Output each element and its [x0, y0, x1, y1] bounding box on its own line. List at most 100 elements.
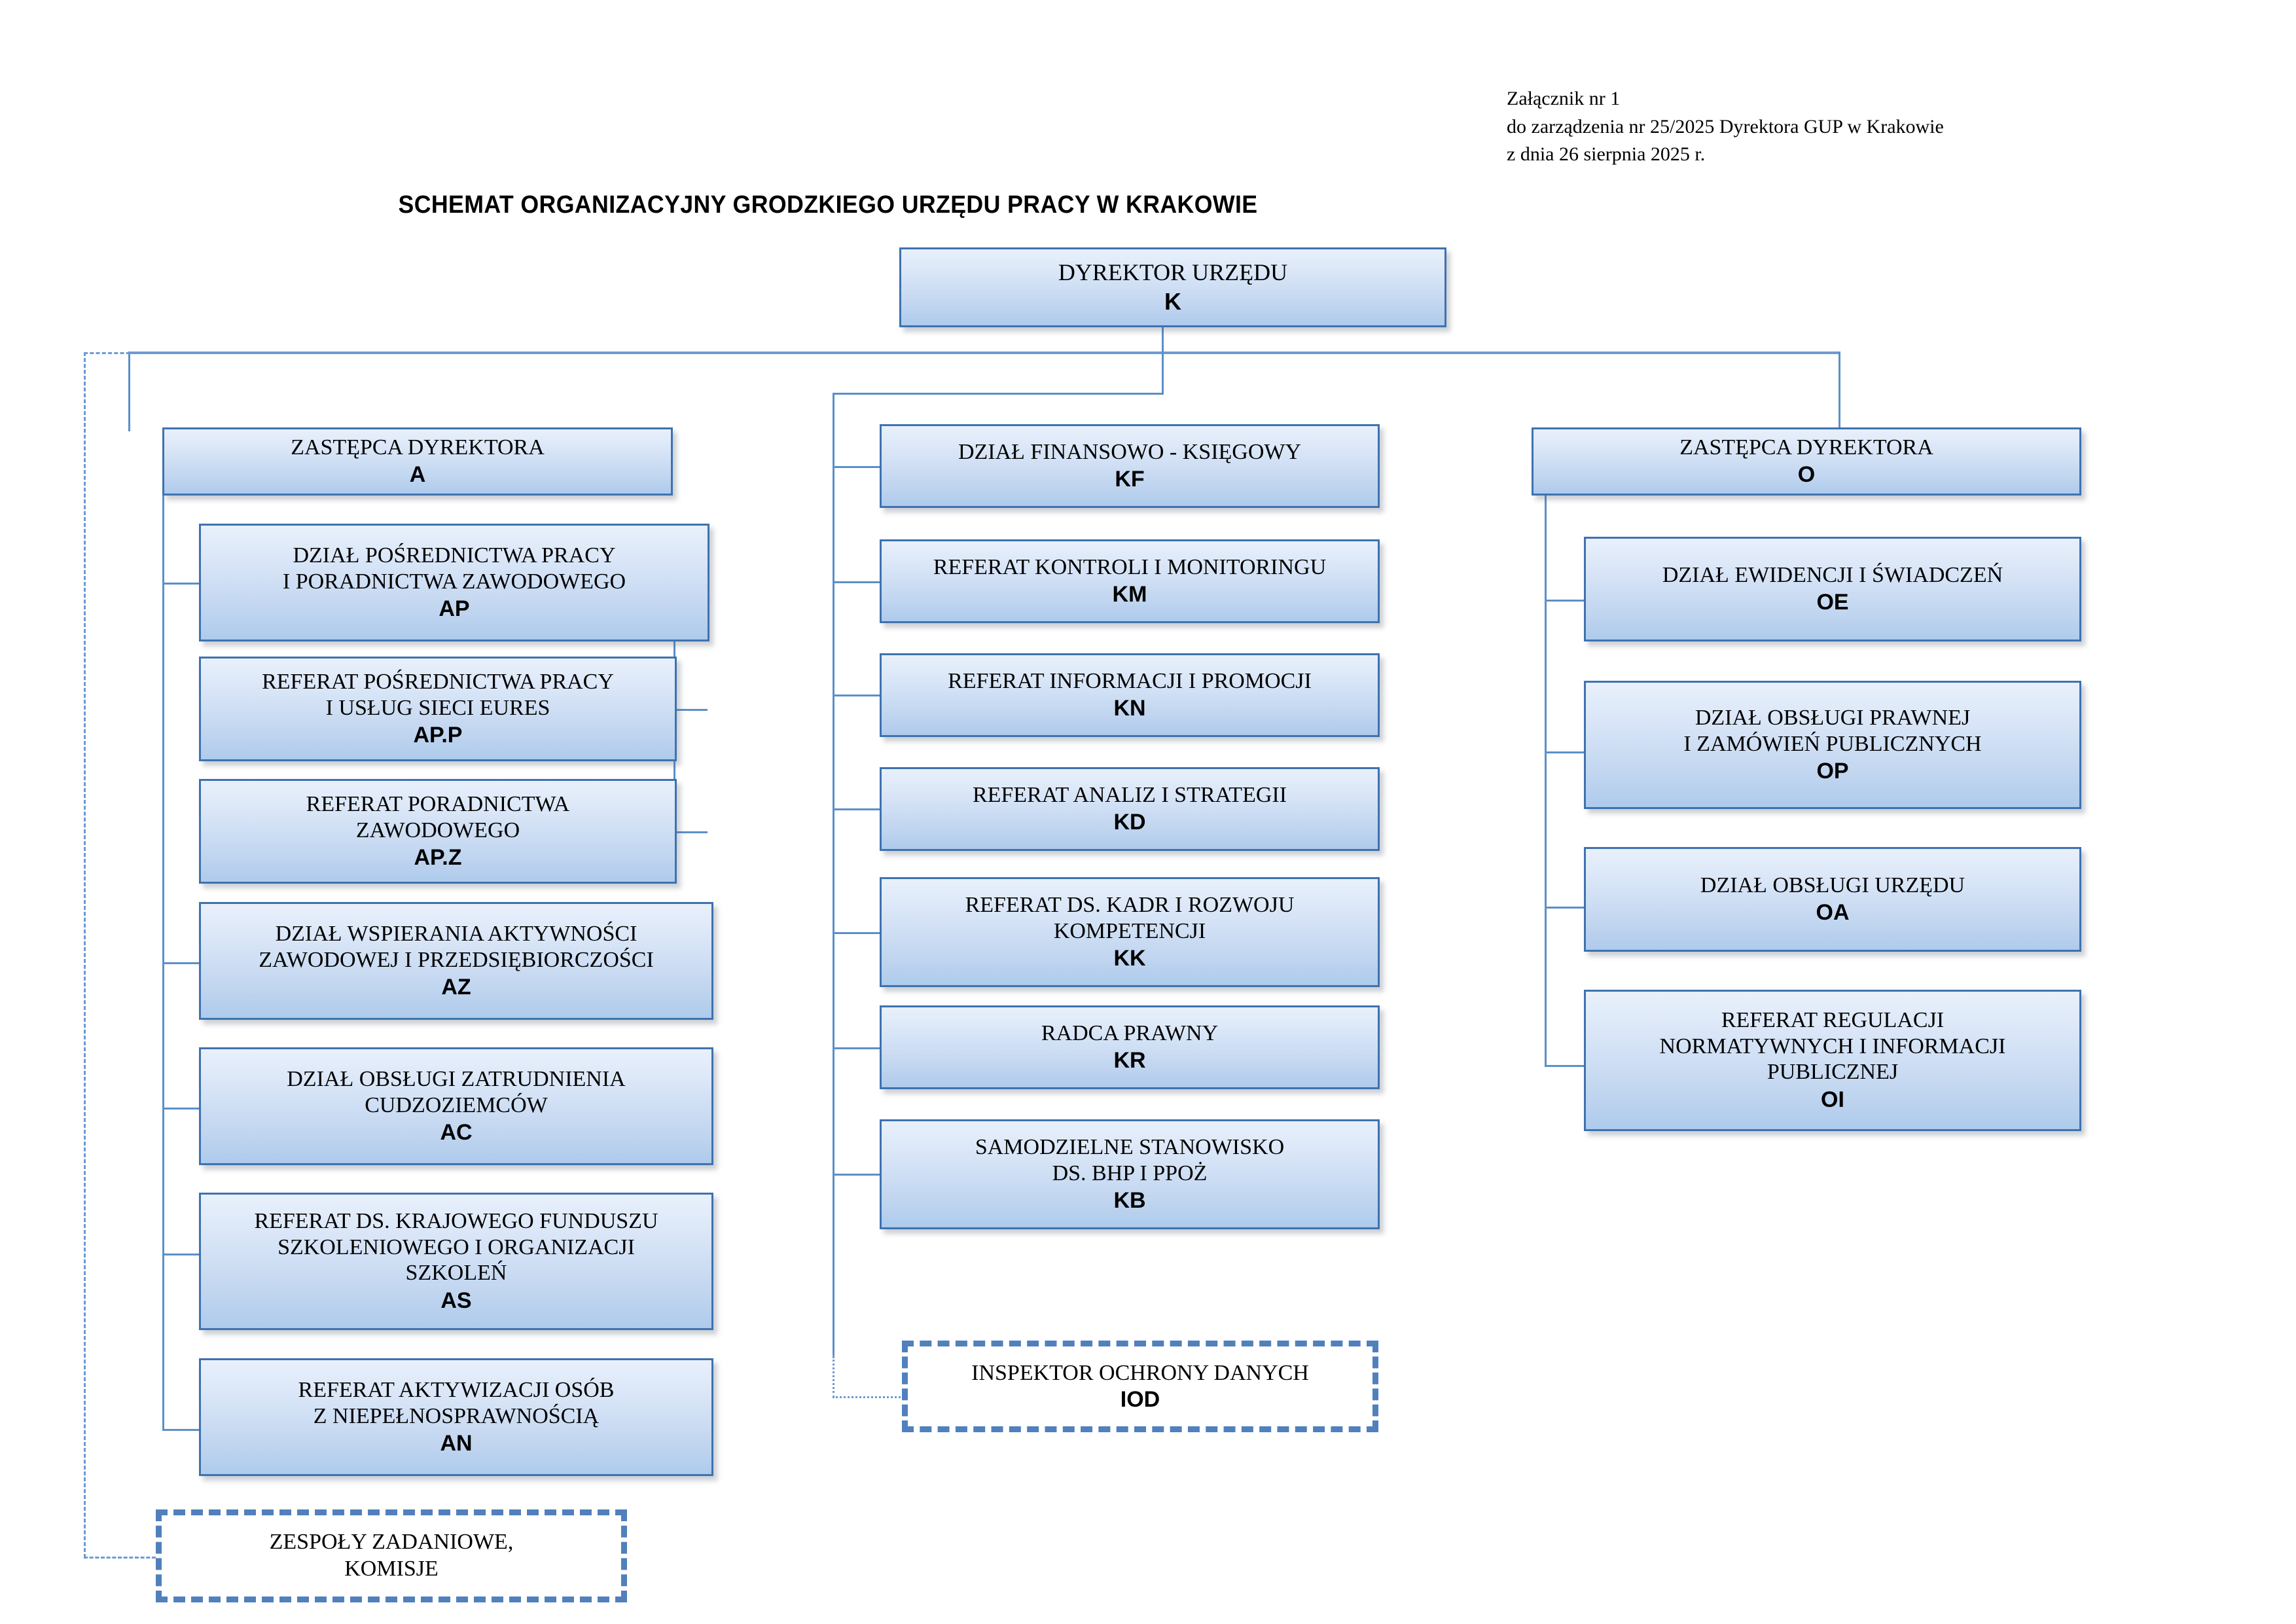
node-code: AP.P — [413, 723, 463, 748]
connector-left-branch-an — [162, 1429, 199, 1431]
connector-left-branch-as — [162, 1254, 199, 1255]
node-code: KD — [1113, 810, 1146, 835]
connector-middle-spine — [833, 393, 834, 1358]
connector-mid-branch-kb — [833, 1174, 880, 1176]
node-code: AN — [440, 1431, 473, 1456]
node-name: DZIAŁ OBSŁUGI URZĘDU — [1700, 873, 1965, 897]
node-code: AC — [440, 1120, 473, 1146]
node-op[interactable]: DZIAŁ OBSŁUGI PRAWNEJ I ZAMÓWIEŃ PUBLICZ… — [1584, 681, 2081, 809]
connector-mid-branch-kk — [833, 932, 880, 934]
connector-to-deputy-a — [128, 352, 130, 431]
connector-right-spine — [1545, 496, 1547, 1067]
node-zespoly-zadaniowe-komisje[interactable]: ZESPOŁY ZADANIOWE, KOMISJE — [156, 1509, 627, 1602]
node-code: KB — [1113, 1188, 1146, 1214]
page-title: SCHEMAT ORGANIZACYJNY GRODZKIEGO URZĘDU … — [398, 191, 1258, 219]
node-code: OP — [1816, 759, 1849, 784]
node-az[interactable]: DZIAŁ WSPIERANIA AKTYWNOŚCI ZAWODOWEJ I … — [199, 902, 713, 1020]
connector-left-branch-ac — [162, 1108, 199, 1110]
connector-ap-branch-app — [673, 709, 708, 711]
connector-iod-dotted-entry — [833, 1396, 905, 1398]
node-name: REFERAT DS. KRAJOWEGO FUNDUSZU SZKOLENIO… — [254, 1208, 658, 1286]
connector-mid-branch-km — [833, 581, 880, 583]
connector-root-stem — [1162, 325, 1164, 353]
node-name: INSPEKTOR OCHRONY DANYCH — [971, 1361, 1309, 1386]
connector-to-deputy-o — [1839, 352, 1840, 431]
connector-right-branch-oe — [1545, 600, 1584, 602]
node-apz[interactable]: REFERAT PORADNICTWA ZAWODOWEGO AP.Z — [199, 779, 677, 884]
node-name: DZIAŁ WSPIERANIA AKTYWNOŚCI ZAWODOWEJ I … — [259, 921, 654, 972]
connector-right-branch-op — [1545, 751, 1584, 753]
connector-mid-branch-kr — [833, 1047, 880, 1049]
node-code: AZ — [441, 975, 471, 1000]
node-code: IOD — [1120, 1386, 1160, 1412]
node-name: REFERAT KONTROLI I MONITORINGU — [933, 554, 1327, 579]
node-name: RADCA PRAWNY — [1041, 1020, 1219, 1045]
node-name: SAMODZIELNE STANOWISKO DS. BHP I PPOŻ — [975, 1134, 1285, 1185]
node-code: O — [1797, 462, 1816, 488]
node-name: ZASTĘPCA DYREKTORA — [1679, 435, 1933, 460]
node-zastepca-dyrektora-a[interactable]: ZASTĘPCA DYREKTORA A — [162, 427, 673, 496]
node-kf[interactable]: DZIAŁ FINANSOWO - KSIĘGOWY KF — [880, 424, 1380, 508]
connector-ap-branch-apz — [673, 831, 708, 833]
node-kn[interactable]: REFERAT INFORMACJI I PROMOCJI KN — [880, 653, 1380, 737]
node-name: ZESPOŁY ZADANIOWE, KOMISJE — [269, 1530, 514, 1581]
node-name: DZIAŁ EWIDENCJI I ŚWIADCZEŃ — [1662, 562, 2003, 587]
node-name: REFERAT ANALIZ I STRATEGII — [972, 782, 1287, 807]
node-as[interactable]: REFERAT DS. KRAJOWEGO FUNDUSZU SZKOLENIO… — [199, 1193, 713, 1330]
node-code: AP.Z — [414, 845, 462, 871]
node-km[interactable]: REFERAT KONTROLI I MONITORINGU KM — [880, 539, 1380, 623]
node-code: OA — [1816, 900, 1850, 926]
connector-left-branch-az — [162, 962, 199, 964]
node-kb[interactable]: SAMODZIELNE STANOWISKO DS. BHP I PPOŻ KB — [880, 1119, 1380, 1229]
node-code: KR — [1113, 1048, 1146, 1074]
node-code: AS — [440, 1288, 472, 1314]
connector-right-branch-oi — [1545, 1065, 1584, 1067]
node-name: REFERAT DS. KADR I ROZWOJU KOMPETENCJI — [965, 892, 1295, 943]
node-code: K — [1164, 288, 1181, 316]
node-an[interactable]: REFERAT AKTYWIZACJI OSÓB Z NIEPEŁNOSPRAW… — [199, 1358, 713, 1476]
connector-mid-branch-kf — [833, 466, 880, 468]
node-iod[interactable]: INSPEKTOR OCHRONY DANYCH IOD — [902, 1341, 1378, 1432]
node-oa[interactable]: DZIAŁ OBSŁUGI URZĘDU OA — [1584, 847, 2081, 952]
node-name: DZIAŁ OBSŁUGI ZATRUDNIENIA CUDZOZIEMCÓW — [287, 1066, 626, 1117]
node-dyrektor-urzedu[interactable]: DYREKTOR URZĘDU K — [899, 247, 1446, 327]
node-code: KN — [1113, 696, 1146, 721]
connector-mid-branch-kd — [833, 808, 880, 810]
node-name: REFERAT POŚREDNICTWA PRACY I USŁUG SIECI… — [262, 669, 614, 720]
connector-centre-drop — [1162, 352, 1164, 395]
document-reference-note: Załącznik nr 1 do zarządzenia nr 25/2025… — [1507, 88, 1944, 166]
node-name: REFERAT INFORMACJI I PROMOCJI — [948, 668, 1312, 693]
node-name: REFERAT REGULACJI NORMATYWNYCH I INFORMA… — [1659, 1007, 2006, 1085]
node-oe[interactable]: DZIAŁ EWIDENCJI I ŚWIADCZEŃ OE — [1584, 537, 2081, 641]
connector-main-bus — [128, 352, 1840, 354]
connector-teams-dashed-top — [84, 352, 136, 354]
connector-iod-dotted-vertical — [833, 1355, 834, 1398]
node-app[interactable]: REFERAT POŚREDNICTWA PRACY I USŁUG SIECI… — [199, 657, 677, 761]
node-name: REFERAT AKTYWIZACJI OSÓB Z NIEPEŁNOSPRAW… — [298, 1377, 615, 1428]
node-ac[interactable]: DZIAŁ OBSŁUGI ZATRUDNIENIA CUDZOZIEMCÓW … — [199, 1047, 713, 1165]
node-code: OE — [1816, 590, 1849, 615]
connector-left-branch-ap — [162, 583, 199, 585]
node-code: A — [409, 462, 426, 488]
node-name: DYREKTOR URZĘDU — [1058, 259, 1288, 286]
connector-right-branch-oa — [1545, 907, 1584, 909]
node-oi[interactable]: REFERAT REGULACJI NORMATYWNYCH I INFORMA… — [1584, 990, 2081, 1131]
node-code: AP — [439, 596, 470, 622]
node-code: KF — [1115, 467, 1145, 492]
node-kk[interactable]: REFERAT DS. KADR I ROZWOJU KOMPETENCJI K… — [880, 877, 1380, 987]
connector-centre-jog — [833, 393, 1164, 395]
node-ap[interactable]: DZIAŁ POŚREDNICTWA PRACY I PORADNICTWA Z… — [199, 524, 709, 641]
connector-teams-dashed-entry — [84, 1557, 156, 1559]
node-name: ZASTĘPCA DYREKTORA — [291, 435, 545, 460]
connector-teams-dashed-vertical — [84, 352, 86, 1558]
node-name: DZIAŁ POŚREDNICTWA PRACY I PORADNICTWA Z… — [282, 543, 626, 594]
node-kr[interactable]: RADCA PRAWNY KR — [880, 1005, 1380, 1089]
connector-mid-branch-kn — [833, 695, 880, 696]
node-zastepca-dyrektora-o[interactable]: ZASTĘPCA DYREKTORA O — [1532, 427, 2081, 496]
node-code: KK — [1113, 946, 1146, 971]
node-name: REFERAT PORADNICTWA ZAWODOWEGO — [306, 791, 570, 842]
node-kd[interactable]: REFERAT ANALIZ I STRATEGII KD — [880, 767, 1380, 851]
node-code: KM — [1112, 582, 1147, 607]
node-name: DZIAŁ OBSŁUGI PRAWNEJ I ZAMÓWIEŃ PUBLICZ… — [1683, 705, 1982, 756]
